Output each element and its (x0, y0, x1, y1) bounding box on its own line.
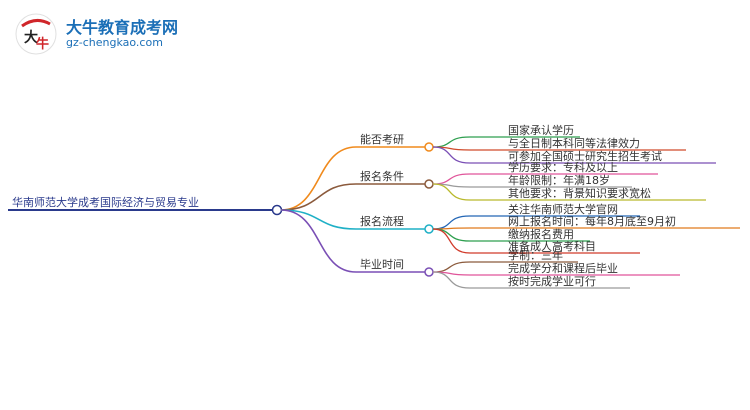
logo: 大 牛 大牛教育成考网 gz-chengkao.com (14, 12, 214, 58)
leaf-label: 学制：三年 (508, 248, 563, 262)
branch-node (424, 179, 434, 189)
logo-url: gz-chengkao.com (66, 36, 163, 49)
leaf-connector (432, 173, 471, 185)
branch-label: 报名流程 (360, 214, 404, 228)
root-label: 华南师范大学成考国际经济与贸易专业 (12, 195, 199, 209)
branch-label: 报名条件 (360, 169, 404, 183)
leaf-connector (432, 261, 471, 273)
leaf-label: 按时完成学业可行 (508, 274, 596, 288)
logo-mark-icon: 大 牛 (15, 13, 57, 55)
leaf-connector (432, 228, 471, 254)
branch-label: 能否考研 (360, 132, 404, 146)
leaf-label: 缴纳报名费用 (508, 227, 574, 241)
leaf-label: 学历要求：专科及以上 (508, 160, 618, 174)
branch-connector (280, 209, 357, 230)
branch-connector (280, 146, 357, 211)
leaf-connector (432, 183, 471, 201)
leaf-connector (432, 215, 471, 230)
svg-text:大: 大 (24, 29, 38, 46)
leaf-label: 网上报名时间：每年8月底至9月初 (508, 214, 676, 228)
leaf-label: 完成学分和课程后毕业 (508, 261, 618, 275)
leaf-label: 可参加全国硕士研究生招生考试 (508, 149, 662, 163)
branch-connector (280, 183, 357, 211)
root-node (271, 204, 283, 216)
svg-text:牛: 牛 (36, 36, 49, 52)
branch-label: 毕业时间 (360, 258, 404, 271)
logo-title: 大牛教育成考网 (66, 18, 179, 37)
branch-node (424, 142, 434, 152)
leaf-connector (432, 146, 471, 164)
leaf-label: 年龄限制：年满18岁 (508, 173, 610, 187)
branch-node (424, 267, 434, 277)
leaf-connector (432, 228, 471, 242)
leaf-connector (432, 271, 471, 289)
leaf-connector (432, 136, 471, 148)
leaf-label: 关注华南师范大学官网 (508, 202, 618, 216)
leaf-label: 其他要求：背景知识要求宽松 (508, 186, 651, 200)
leaf-label: 准备成人高考科目 (508, 239, 596, 253)
branch-node (424, 224, 434, 234)
leaf-label: 国家承认学历 (508, 123, 574, 137)
leaf-label: 与全日制本科同等法律效力 (508, 136, 640, 150)
branch-connector (280, 209, 357, 273)
